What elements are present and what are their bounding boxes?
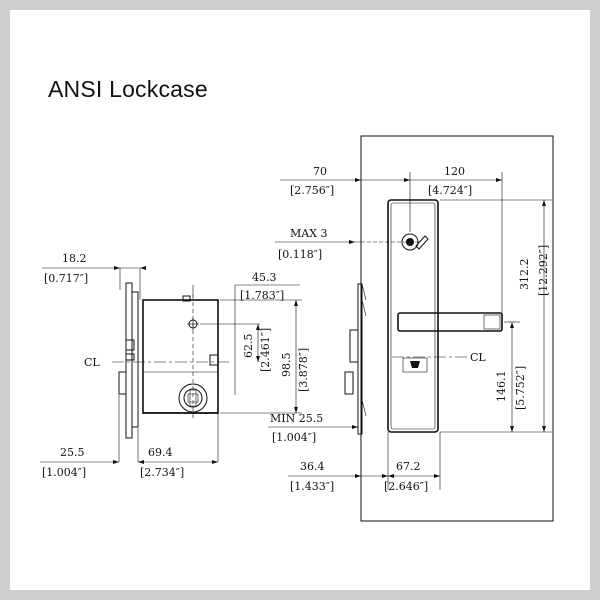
dim-handle-proj-inch: [2.646″] (384, 480, 428, 493)
dim-min-thickness-inch: [1.004″] (272, 431, 316, 444)
dim-case-depth-inch: [2.734″] (140, 466, 184, 479)
latch-bolt (118, 371, 127, 395)
dim-max-thickness-inch: [0.118″] (278, 248, 322, 261)
lockcase-side-view (40, 266, 302, 464)
dim-face-to-case-inch: [1.004″] (42, 466, 86, 479)
cylinder-core (183, 388, 203, 408)
page-title: ANSI Lockcase (48, 76, 208, 102)
centerline-label-left: CL (84, 356, 100, 369)
dim-backset-width-mm: 18.2 (62, 252, 87, 265)
dim-spindle-cyl-mm: 62.5 (242, 334, 255, 359)
case-tab (182, 295, 191, 302)
dim-spindle-cyl-inch: [2.461″] (259, 328, 272, 372)
dim-case-height-mm: 98.5 (280, 353, 293, 378)
dim-case-height-inch: [3.878″] (297, 348, 310, 392)
cylinder-ring (178, 383, 208, 413)
dim-case-depth-mm: 69.4 (148, 446, 173, 459)
door-front-view (268, 135, 554, 522)
dimension-labels: 18.2 [0.717″] 45.3 [1.783″] 62.5 [2.461″… (42, 165, 550, 493)
lock-edge-parts (349, 329, 359, 363)
dim-min-thickness-mm: MIN 25.5 (270, 412, 323, 425)
dim-plate-width-mm: 120 (444, 165, 465, 178)
dim-handle-offset-mm: 36.4 (300, 460, 325, 473)
dim-max-thickness-mm: MAX 3 (290, 227, 328, 240)
dim-cyl-offset-inch: [1.783″] (240, 289, 284, 302)
dim-handle-height-mm: 146.1 (495, 371, 508, 403)
door-panel (360, 135, 554, 522)
dim-plate-width-inch: [4.724″] (428, 184, 472, 197)
handle-plate (387, 199, 439, 433)
deadbolt-tab (125, 339, 135, 351)
dim-handle-offset-inch: [1.433″] (290, 480, 334, 493)
dim-plate-height-mm: 312.2 (518, 259, 531, 291)
latch-tab (125, 353, 135, 361)
dim-handle-height-inch: [5.752″] (514, 366, 527, 410)
dim-plate-height-inch: [12.292″] (537, 245, 550, 296)
dim-face-to-case-mm: 25.5 (60, 446, 85, 459)
dim-cyl-offset-mm: 45.3 (252, 271, 277, 284)
dim-handle-proj-mm: 67.2 (396, 460, 421, 473)
key-cover (402, 357, 428, 373)
dim-door-offset-mm: 70 (313, 165, 327, 178)
dim-backset-width-inch: [0.717″] (44, 272, 88, 285)
dim-door-offset-inch: [2.756″] (290, 184, 334, 197)
lever-handle (397, 312, 503, 332)
centerline-label-right: CL (470, 351, 486, 364)
